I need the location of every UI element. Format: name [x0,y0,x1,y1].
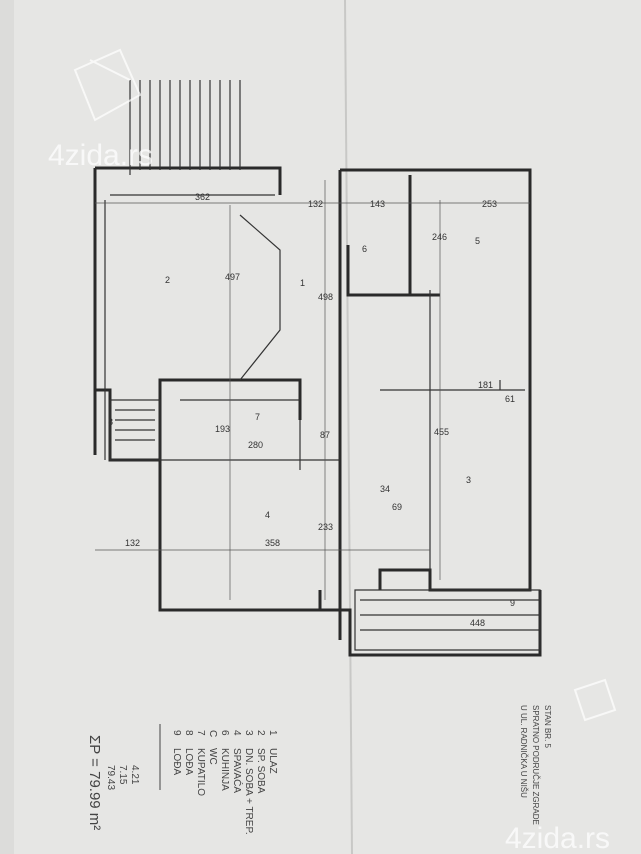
legend-no: 1 [267,730,278,736]
dim-label: 87 [320,430,330,440]
legend-name: DN. SOBA + TREP. [243,748,254,835]
room-6-label: 6 [362,244,367,254]
area-total: ΣP = 79.99 m² 79.43 7.15 4.21 [86,735,140,830]
legend-no: 9 [171,730,182,736]
dimension-labels: 362 132 143 253 497 246 455 498 280 193 … [125,192,515,628]
calc-value: 7.15 [117,765,128,785]
plan-walls [93,80,542,657]
room-1-label: 1 [300,278,305,288]
dim-label: 455 [434,427,449,437]
legend-name: LOĐA [171,748,182,776]
dim-label: 193 [215,424,230,434]
legend-name: SPAVAĆA [231,748,244,793]
dim-label: 34 [380,484,390,494]
dim-label: 498 [318,292,333,302]
stamp-line: STAN BR. 5 [543,705,552,749]
dim-label: 181 [478,380,493,390]
room-numbers: 2 1 3 4 5 6 7 8 9 [108,236,515,608]
dim-label: 246 [432,232,447,242]
legend-no: 7 [195,730,206,736]
dim-label: 448 [470,618,485,628]
legend-name: WC [207,748,218,765]
total-area: ΣP = 79.99 m² [86,735,103,830]
dim-label: 132 [125,538,140,548]
room-5-label: 5 [475,236,480,246]
room-4-label: 4 [265,510,270,520]
legend-name: KUHINJA [219,748,230,791]
legend-no: 8 [183,730,194,736]
watermark-logo: 4zida.rs 4zida.rs [48,48,617,854]
dim-label: 69 [392,502,402,512]
dim-label: 358 [265,538,280,548]
title-stamp: STAN BR. 5 SPRATNO PODRUČJE ZGRADE U UL.… [519,705,552,825]
legend-name: LOĐA [183,748,194,776]
legend-name: SP. SOBA [255,748,266,794]
watermark-text: 4zida.rs [48,139,153,172]
dim-label: 132 [308,199,323,209]
room-9-label: 9 [510,598,515,608]
dim-label: 61 [505,394,515,404]
watermark-text: 4zida.rs [505,822,610,854]
dim-label: 143 [370,199,385,209]
legend-no: 3 [243,730,254,736]
dimension-lines [95,180,530,600]
legend-name: ULAZ [267,748,278,774]
dim-label: 280 [248,440,263,450]
calc-value: 79.43 [105,765,116,790]
dim-label: 497 [225,272,240,282]
stamp-line: U UL. RADNIČKA U NIŠU [519,705,528,798]
legend-no: 4 [231,730,242,736]
legend-no: 2 [255,730,266,736]
dim-label: 233 [318,522,333,532]
dim-label: 253 [482,199,497,209]
stamp-line: SPRATNO PODRUČJE ZGRADE [531,705,540,825]
legend-name: KUPATILO [195,748,206,796]
room-3-label: 3 [466,475,471,485]
room-8-label: 8 [108,417,113,427]
room-7-label: 7 [255,412,260,422]
room-2-label: 2 [165,275,170,285]
dim-label: 362 [195,192,210,202]
calc-value: 4.21 [129,765,140,785]
legend-no: C [207,730,218,737]
legend-no: 6 [219,730,230,736]
